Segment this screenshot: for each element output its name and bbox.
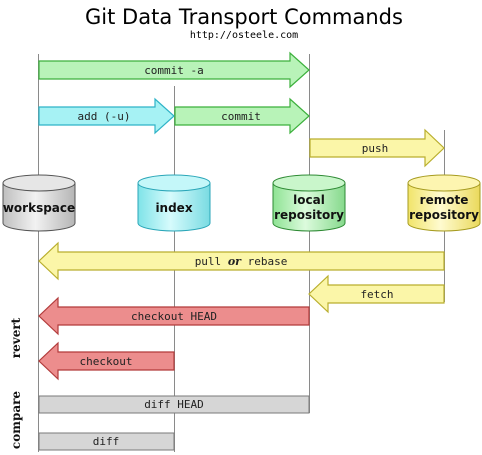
push-label: push — [362, 142, 389, 155]
compare-section-label: compare — [9, 391, 23, 449]
checkout-head-label: checkout HEAD — [131, 310, 217, 323]
push-arrow-shape — [309, 128, 445, 168]
diagram-title: Git Data Transport Commands — [85, 5, 403, 29]
add-arrow: add (-u) — [38, 97, 175, 135]
diff-head-label: diff HEAD — [144, 398, 204, 411]
commit-arrow: commit — [174, 97, 310, 135]
add-arrow-shape — [38, 97, 175, 135]
remote-cylinder-body — [407, 183, 481, 232]
pull-rebase-arrow: pull or rebase — [38, 241, 445, 281]
diff-bar-shape — [38, 432, 175, 451]
remote-cylinder-top — [407, 174, 481, 192]
workspace-cylinder-top — [2, 174, 76, 192]
commit-arrow-shape — [174, 97, 310, 135]
remote-label-line1: remote — [420, 193, 469, 207]
diff-bar: diff — [38, 432, 175, 451]
local-cylinder-top — [272, 174, 346, 192]
pull-rebase-arrow-shape — [38, 241, 445, 281]
diff-head-bar: diff HEAD — [38, 395, 310, 414]
index-cylinder-top — [137, 174, 211, 192]
commit-a-arrow: commit -a — [38, 51, 310, 89]
workspace-label: workspace — [3, 201, 75, 215]
remote-label-line2: repository — [409, 208, 479, 222]
checkout-arrow: checkout — [38, 341, 175, 381]
pull-word: pull — [195, 255, 228, 268]
workspace-store: workspace — [2, 174, 76, 232]
index-store: index — [137, 174, 211, 232]
fetch-arrow: fetch — [308, 274, 445, 314]
checkout-arrow-shape — [38, 341, 175, 381]
local-repository-store: local repository — [272, 174, 346, 232]
checkout-head-arrow: checkout HEAD — [38, 296, 310, 336]
commit-a-label: commit -a — [144, 64, 204, 77]
commit-label: commit — [221, 110, 261, 123]
local-label-line2: repository — [274, 208, 344, 222]
checkout-head-arrow-shape — [38, 296, 310, 336]
push-arrow: push — [309, 128, 445, 168]
local-label-line1: local — [293, 193, 325, 207]
pull-rebase-label: pull or rebase — [195, 255, 288, 268]
add-label: add (-u) — [78, 110, 131, 123]
revert-section-label: revert — [9, 317, 23, 358]
source-url: http://osteele.com — [190, 30, 298, 41]
or-word: or — [228, 255, 242, 268]
diff-head-bar-shape — [38, 395, 310, 414]
diff-label: diff — [93, 435, 120, 448]
index-cylinder-body — [137, 183, 211, 232]
rebase-word: rebase — [241, 255, 287, 268]
checkout-label: checkout — [80, 355, 133, 368]
remote-repository-store: remote repository — [407, 174, 481, 232]
workspace-cylinder-body — [2, 183, 76, 232]
index-label: index — [155, 201, 192, 215]
fetch-arrow-shape — [308, 274, 445, 314]
local-cylinder-body — [272, 183, 346, 232]
commit-a-arrow-shape — [38, 51, 310, 89]
fetch-label: fetch — [360, 288, 393, 301]
